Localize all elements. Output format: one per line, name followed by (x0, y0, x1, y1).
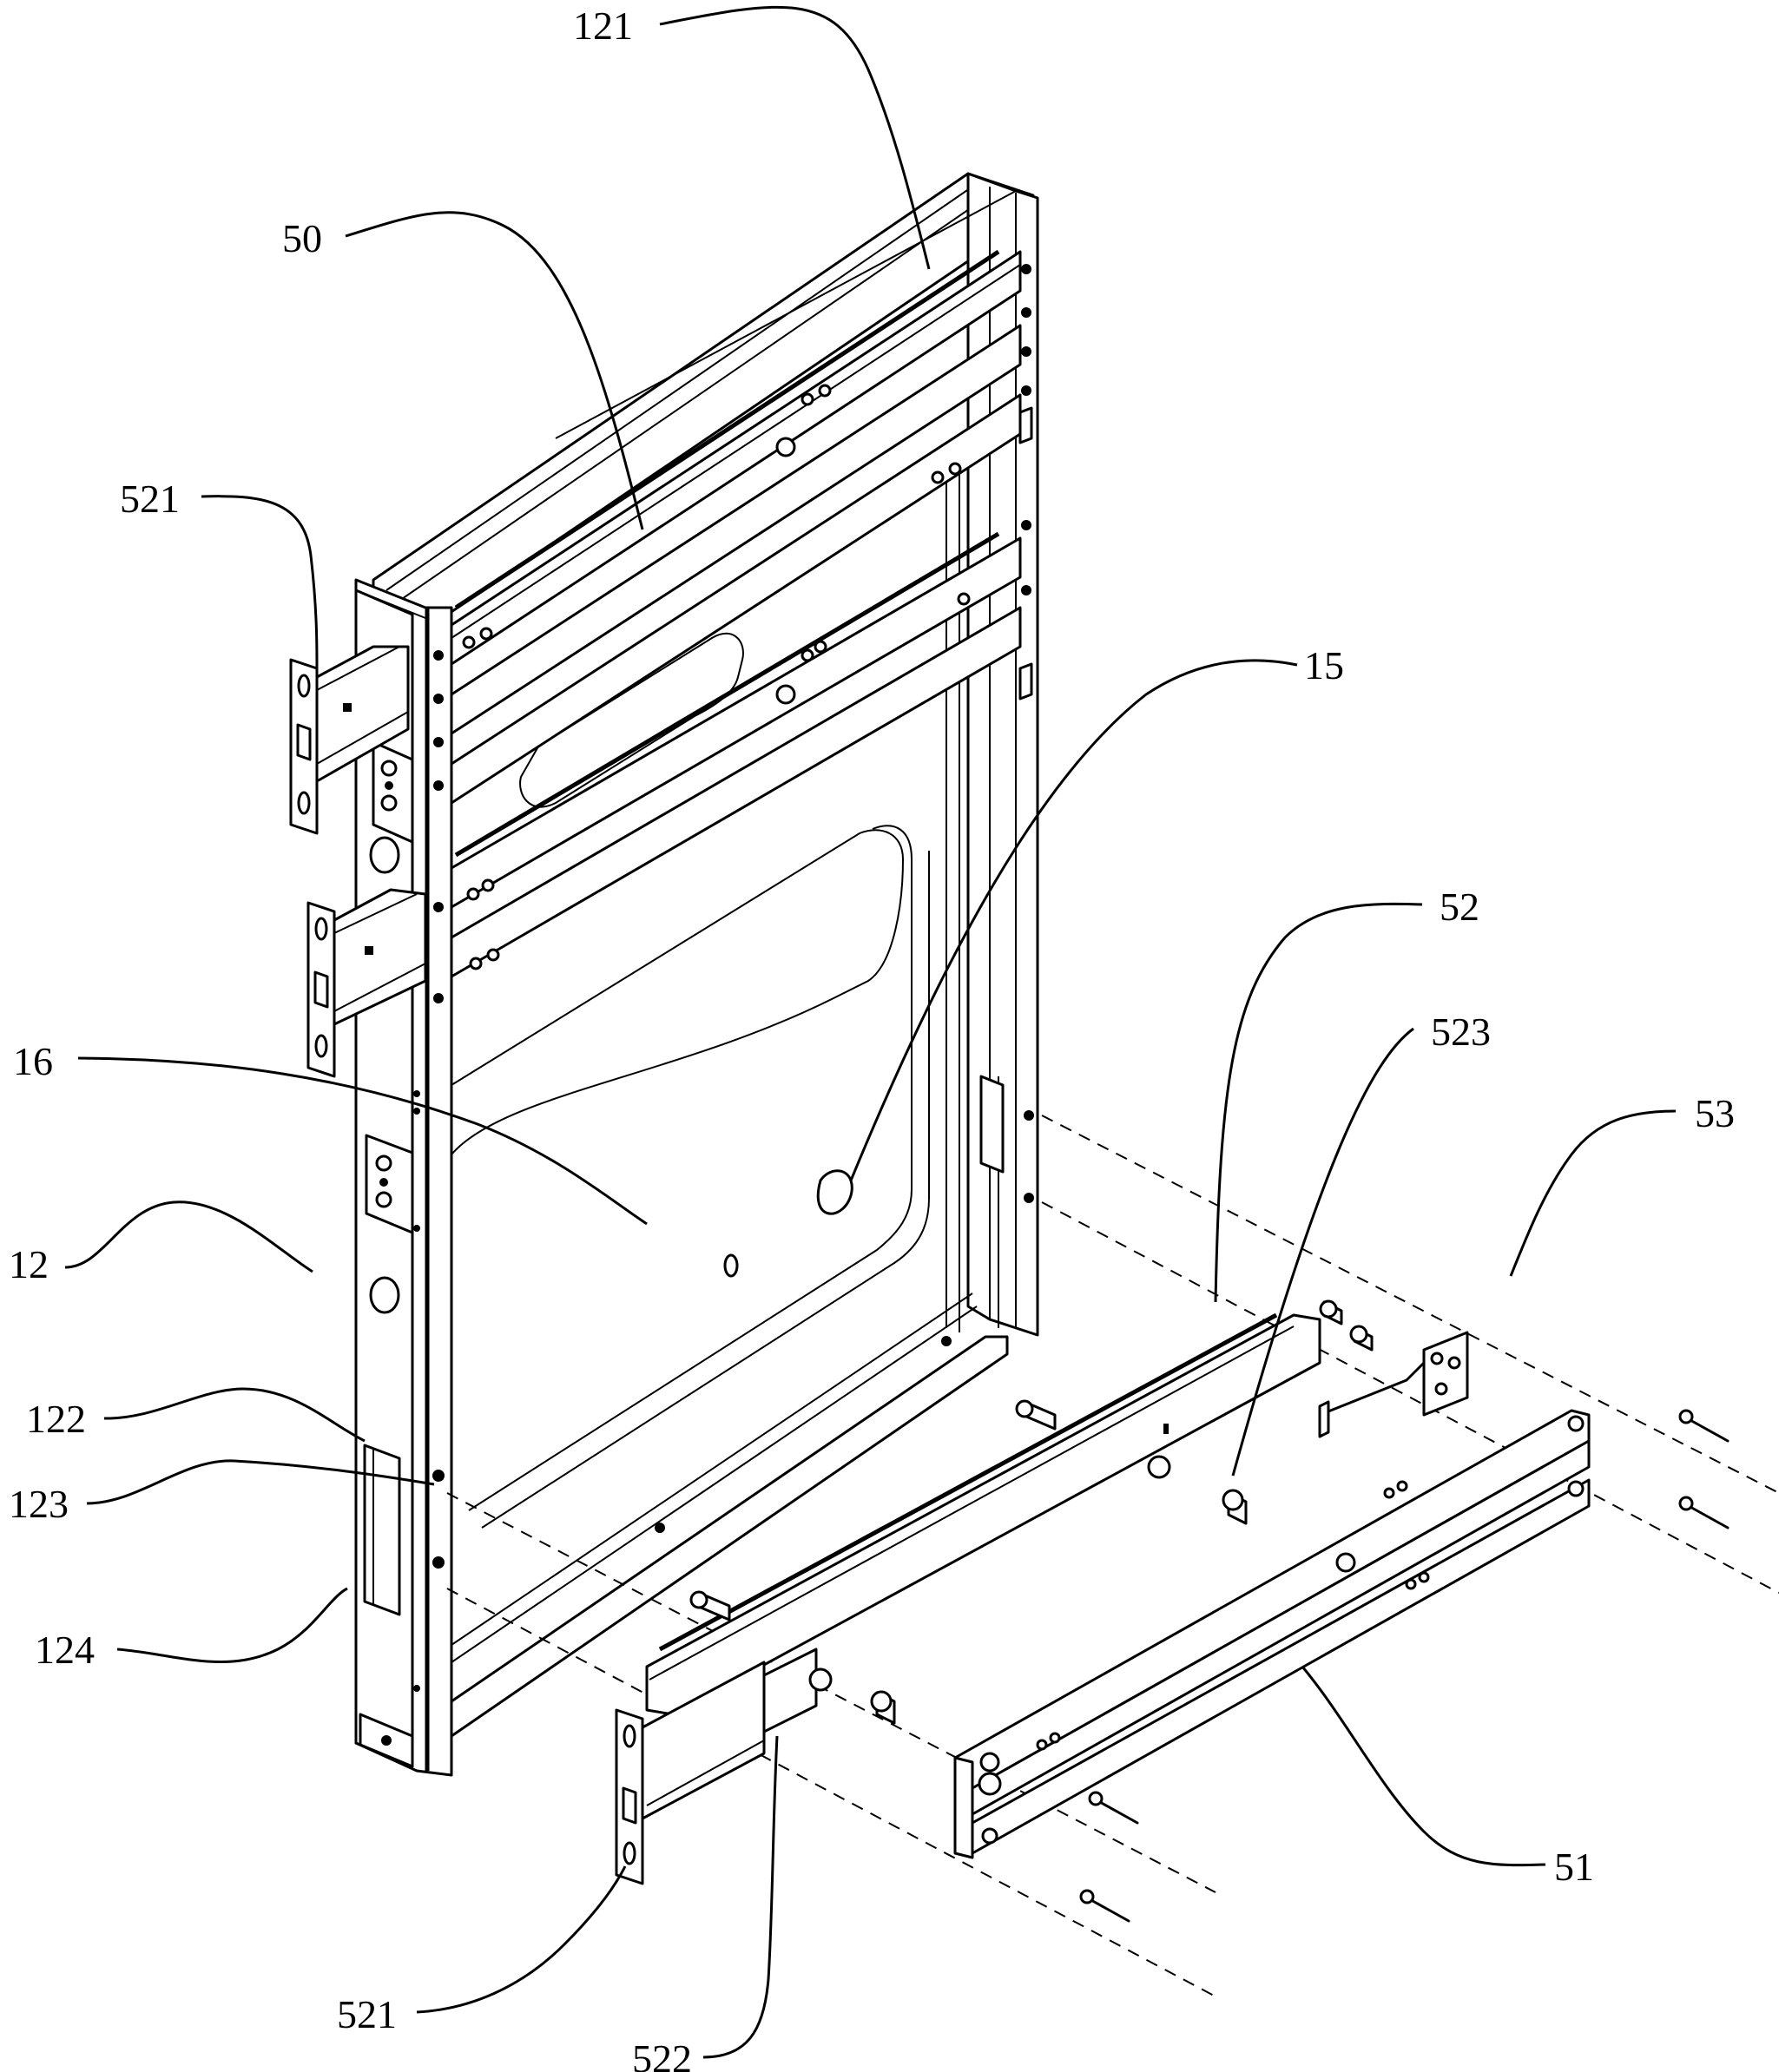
leader-12 (65, 1202, 313, 1272)
leader-521-bottom (417, 1866, 625, 2012)
leader-522 (703, 1736, 777, 2057)
leader-53 (1511, 1111, 1676, 1276)
leader-521-top (201, 497, 317, 668)
label-51: 51 (1554, 1845, 1594, 1889)
label-521-top: 521 (120, 477, 180, 521)
label-521-bottom: 521 (337, 1992, 397, 2036)
label-16: 16 (13, 1039, 53, 1083)
label-121: 121 (573, 3, 633, 48)
label-53: 53 (1695, 1091, 1735, 1135)
leader-51 (1302, 1667, 1545, 1865)
label-523: 523 (1431, 1010, 1491, 1054)
leader-124 (117, 1589, 347, 1662)
label-12: 12 (9, 1242, 49, 1286)
label-123: 123 (9, 1482, 69, 1526)
label-124: 124 (35, 1628, 95, 1672)
label-50: 50 (282, 216, 322, 260)
bracket-53 (1320, 1332, 1467, 1437)
label-52: 52 (1440, 885, 1479, 929)
label-122: 122 (26, 1397, 86, 1441)
leader-15 (851, 661, 1297, 1181)
label-522: 522 (632, 2036, 692, 2072)
leader-122 (104, 1389, 365, 1441)
leader-52 (1216, 904, 1422, 1302)
label-15: 15 (1304, 643, 1344, 687)
